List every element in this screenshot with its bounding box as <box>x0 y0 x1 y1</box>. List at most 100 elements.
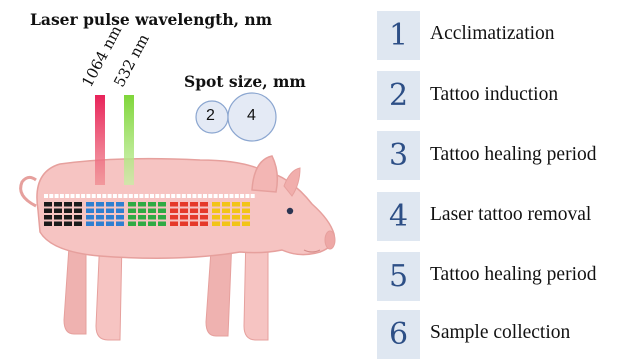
tattoo-cell <box>232 209 240 214</box>
tattoo-strip-dot <box>171 194 175 198</box>
spot-size-4: 4 <box>247 107 256 125</box>
tattoo-strip-dot <box>145 194 149 198</box>
tattoo-cell <box>180 215 188 220</box>
tattoo-cell <box>64 215 72 220</box>
tattoo-cell <box>158 202 166 207</box>
beam-532nm <box>124 95 134 185</box>
tattoo-cell <box>54 222 62 227</box>
tattoo-strip-dot <box>208 194 212 198</box>
step-number: 6 <box>377 310 420 359</box>
tattoo-cell <box>200 209 208 214</box>
tattoo-cell <box>138 222 146 227</box>
tattoo-cell <box>222 222 230 227</box>
tattoo-cell <box>64 209 72 214</box>
tattoo-cell <box>212 215 220 220</box>
tattoo-strip-dot <box>118 194 122 198</box>
tattoo-strip-dot <box>177 194 181 198</box>
tattoo-strip-dot <box>166 194 170 198</box>
tattoo-cell <box>116 209 124 214</box>
tattoo-strip-dot <box>187 194 191 198</box>
tattoo-cell <box>170 209 178 214</box>
tattoo-cell <box>44 209 52 214</box>
tattoo-strip-dot <box>214 194 218 198</box>
step-number: 5 <box>377 252 420 301</box>
tattoo-cell <box>222 215 230 220</box>
tattoo-cell <box>148 209 156 214</box>
tattoo-cell <box>148 222 156 227</box>
tattoo-strip-dot <box>60 194 64 198</box>
tattoo-cell <box>148 215 156 220</box>
tattoo-cell <box>96 209 104 214</box>
tattoo-cell <box>116 222 124 227</box>
tattoo-strip-dot <box>92 194 96 198</box>
tattoo-cell <box>96 202 104 207</box>
tattoo-cell <box>116 215 124 220</box>
tattoo-strip-dot <box>139 194 143 198</box>
tattoo-cell <box>86 215 94 220</box>
step-number: 4 <box>377 192 420 241</box>
tattoo-cell <box>74 209 82 214</box>
tattoo-cell <box>180 222 188 227</box>
tattoo-cell <box>222 202 230 207</box>
tattoo-strip-dot <box>81 194 85 198</box>
step-label: Tattoo healing period <box>430 144 597 166</box>
tattoo-cell <box>242 222 250 227</box>
pig-eye <box>287 208 293 214</box>
tattoo-strip-dot <box>235 194 239 198</box>
tattoo-strip-dot <box>55 194 59 198</box>
tattoo-cell <box>64 222 72 227</box>
tattoo-strip-dot <box>150 194 154 198</box>
tattoo-cell <box>54 215 62 220</box>
tattoo-cell <box>190 215 198 220</box>
tattoo-cell <box>116 202 124 207</box>
tattoo-strip-dot <box>251 194 255 198</box>
tattoo-cell <box>242 202 250 207</box>
step-number: 1 <box>377 11 420 60</box>
tattoo-cell <box>180 202 188 207</box>
tattoo-cell <box>190 209 198 214</box>
tattoo-cell <box>64 202 72 207</box>
tattoo-cell <box>86 202 94 207</box>
tattoo-cell <box>242 215 250 220</box>
pig-ear <box>252 156 277 192</box>
tattoo-strip-dot <box>192 194 196 198</box>
tattoo-cell <box>96 222 104 227</box>
tattoo-cell <box>212 222 220 227</box>
tattoo-cell <box>212 202 220 207</box>
tattoo-strip-dot <box>240 194 244 198</box>
tattoo-strip-dot <box>155 194 159 198</box>
tattoo-strip-dot <box>49 194 53 198</box>
tattoo-cell <box>222 209 230 214</box>
pig-snout <box>325 231 335 249</box>
tattoo-cell <box>232 202 240 207</box>
tattoo-cell <box>242 209 250 214</box>
tattoo-cell <box>200 222 208 227</box>
tattoo-cell <box>200 202 208 207</box>
spot-size-2: 2 <box>206 107 215 125</box>
pig-tail <box>21 177 36 206</box>
tattoo-cell <box>128 222 136 227</box>
tattoo-cell <box>212 209 220 214</box>
tattoo-cell <box>54 202 62 207</box>
tattoo-cell <box>200 215 208 220</box>
tattoo-cell <box>158 215 166 220</box>
tattoo-strip-dot <box>44 194 48 198</box>
tattoo-cell <box>86 209 94 214</box>
beam-1064nm <box>95 95 105 185</box>
tattoo-strip-dot <box>102 194 106 198</box>
tattoo-cell <box>232 215 240 220</box>
tattoo-strip-dot <box>124 194 128 198</box>
tattoo-cell <box>54 209 62 214</box>
tattoo-cell <box>74 202 82 207</box>
tattoo-cell <box>158 209 166 214</box>
tattoo-strip-dot <box>71 194 75 198</box>
tattoo-cell <box>128 209 136 214</box>
tattoo-cell <box>138 202 146 207</box>
tattoo-cell <box>74 222 82 227</box>
tattoo-cell <box>44 202 52 207</box>
tattoo-cell <box>106 215 114 220</box>
tattoo-strip-dot <box>129 194 133 198</box>
tattoo-strip-dot <box>224 194 228 198</box>
tattoo-cell <box>170 215 178 220</box>
